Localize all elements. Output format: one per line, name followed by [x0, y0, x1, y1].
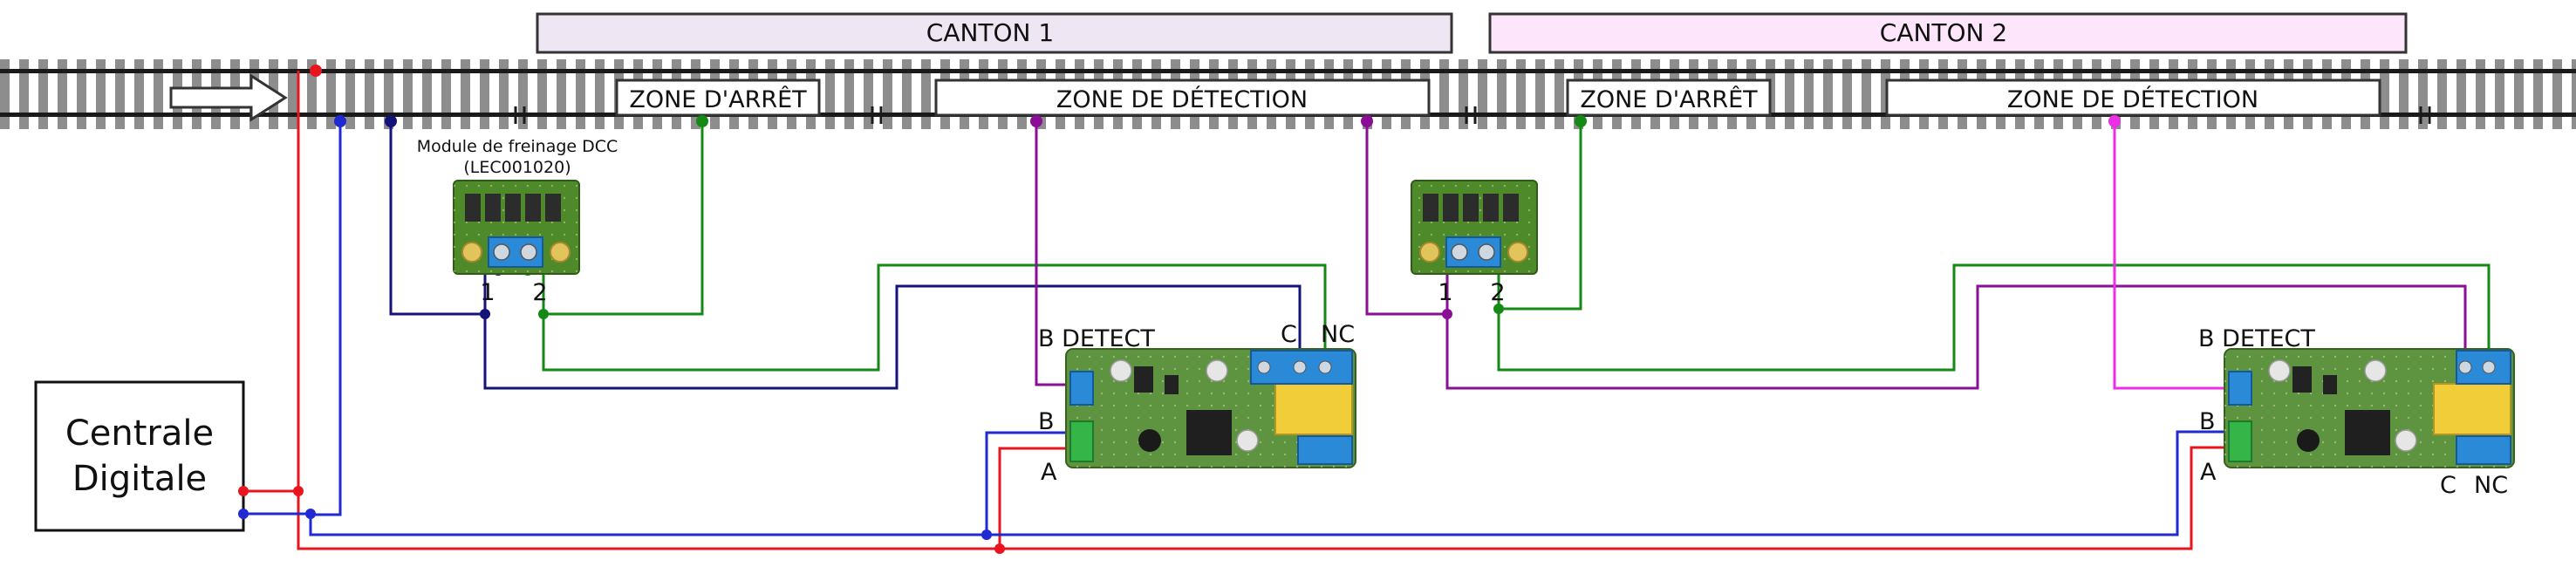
relay-icon — [1274, 383, 1353, 435]
wire-red-det1 — [998, 447, 1075, 549]
wire-green-det1 — [542, 263, 1327, 372]
wire-red-main — [243, 446, 2233, 550]
terminal-block-ab — [1069, 420, 1094, 462]
zone-detection-1-label: ZONE DE DÉTECTION — [1056, 85, 1308, 113]
zone-arret-1: ZONE D'ARRÊT — [615, 79, 821, 117]
detector-2-c-label: C — [2440, 472, 2456, 499]
direction-arrow-icon — [169, 73, 288, 122]
zone-detection-1: ZONE DE DÉTECTION — [934, 79, 1431, 117]
detector-1-c-label: C — [1281, 321, 1297, 348]
wire-magenta-det2 — [2113, 121, 2233, 390]
wire-green-det2 — [1497, 263, 2491, 372]
rail-joints — [514, 106, 2431, 124]
module-terminal-1: 1 — [480, 279, 495, 306]
centrale-digitale: Centrale Digitale — [34, 380, 245, 532]
mounting-hole-icon — [1507, 242, 1528, 263]
mounting-hole-icon — [1419, 242, 1440, 263]
detector-2-a-label: A — [2200, 459, 2217, 486]
central-label-line2: Digitale — [72, 459, 207, 499]
relay-icon — [2433, 383, 2511, 435]
wire-blue-det1 — [985, 431, 1075, 535]
brake-module-ref: (LEC001020) — [463, 158, 571, 177]
terminal-block-bdetect — [1069, 371, 1094, 406]
zone-detection-2-label: ZONE DE DÉTECTION — [2007, 85, 2258, 113]
wire-purple-det2 — [1445, 284, 2467, 390]
detector-1-b-label: B — [1038, 408, 1055, 435]
module-terminal-1: 1 — [1438, 279, 1452, 306]
terminal-block-ab — [2228, 420, 2252, 462]
module-terminal-2: 2 — [1490, 279, 1505, 306]
wire-purple-det1 — [1035, 121, 1075, 386]
canton-2-header: CANTON 2 — [1488, 12, 2408, 54]
brake-module-2: 1 2 — [1411, 180, 1538, 306]
canton-1-header: CANTON 1 — [536, 12, 1453, 54]
central-label-line1: Centrale — [65, 413, 214, 454]
detector-2-b-label: B — [2199, 408, 2216, 435]
wires — [243, 71, 2491, 550]
diode-array — [465, 194, 561, 222]
canton-2-label: CANTON 2 — [1880, 18, 2007, 47]
diode-array — [1423, 194, 1519, 222]
zone-arret-2: ZONE D'ARRÊT — [1566, 79, 1772, 117]
detector-1-bdetect-label: B DETECT — [1038, 325, 1155, 352]
canton-1-label: CANTON 1 — [926, 18, 1054, 47]
wire-blue-main — [243, 430, 2233, 536]
detector-1: B DETECT B A C NC — [1038, 321, 1356, 486]
zone-arret-1-label: ZONE D'ARRÊT — [629, 85, 807, 113]
zone-detection-2: ZONE DE DÉTECTION — [1885, 79, 2381, 117]
mounting-hole-icon — [550, 242, 571, 263]
detector-1-a-label: A — [1041, 459, 1057, 486]
detector-2: B DETECT B A C NC — [2198, 325, 2515, 499]
wire-navy-det1 — [483, 284, 1302, 390]
detector-2-bdetect-label: B DETECT — [2198, 325, 2315, 352]
brake-module-1: Module de freinage DCC (LEC001020) 1 2 — [417, 137, 618, 306]
terminal-block-relay-bottom — [1297, 435, 1353, 465]
terminal-block-bdetect — [2228, 371, 2252, 406]
detector-1-nc-label: NC — [1321, 321, 1355, 348]
zone-arret-2-label: ZONE D'ARRÊT — [1580, 85, 1758, 113]
mounting-hole-icon — [461, 242, 482, 263]
terminal-block-relay-bottom — [2456, 435, 2511, 465]
detector-2-nc-label: NC — [2474, 472, 2508, 499]
wire-blue-rail — [309, 121, 342, 535]
module-terminal-2: 2 — [532, 279, 547, 306]
brake-module-title: Module de freinage DCC — [417, 137, 618, 156]
